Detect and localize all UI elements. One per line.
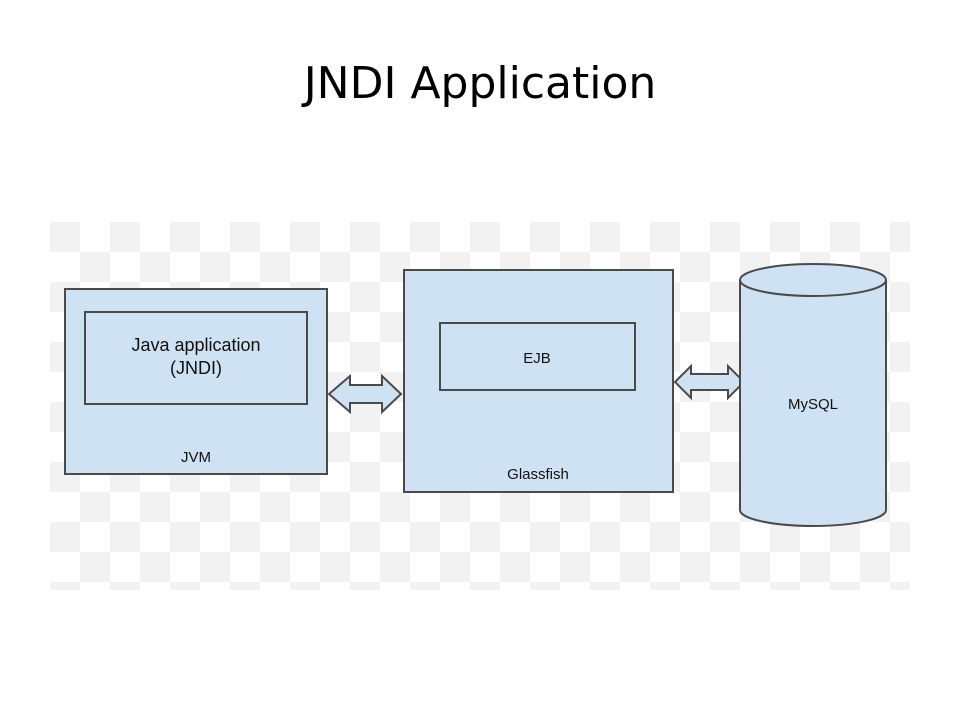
slide-title: JNDI Application: [303, 58, 657, 109]
glassfish-label: Glassfish: [507, 466, 569, 483]
java-application-label-line2: (JNDI): [170, 358, 222, 378]
architecture-diagram: JVM Java application (JNDI) Glassfish EJ…: [50, 222, 910, 590]
mysql-cylinder: MySQL: [739, 263, 887, 527]
mysql-label: MySQL: [788, 396, 838, 413]
ejb-box: EJB: [439, 322, 636, 391]
java-application-box: Java application (JNDI): [84, 311, 308, 405]
jvm-label: JVM: [181, 449, 211, 466]
ejb-label: EJB: [523, 350, 551, 367]
java-application-label-line1: Java application: [131, 335, 260, 355]
jvm-glassfish-arrow: [327, 373, 403, 415]
